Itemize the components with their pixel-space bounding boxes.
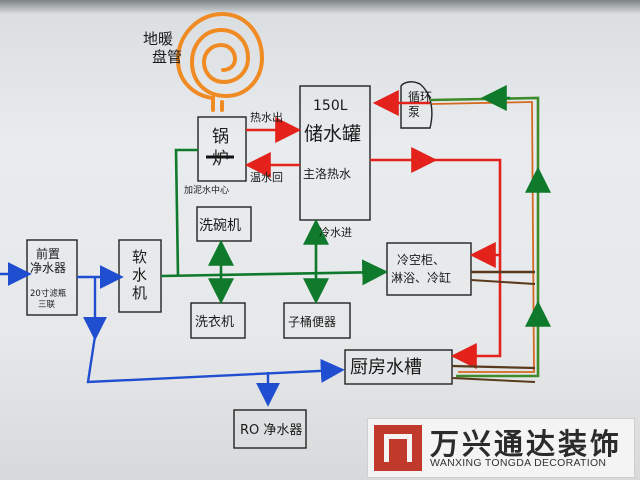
- fixtures-box: [386, 242, 472, 296]
- kitchen-sink-label: 厨房水槽: [350, 357, 422, 378]
- boiler-note: 加泥水中心: [184, 184, 229, 196]
- storage-tank-box: [299, 85, 371, 221]
- to-kitchen-sink-arrow: [86, 335, 345, 384]
- hot-to-sink-arrow: [450, 260, 502, 369]
- fixtures-label: 冷空柜、 淋浴、冷缸: [391, 253, 451, 285]
- hot-water-lines: [244, 90, 502, 369]
- softener-line-3: 机: [132, 284, 147, 302]
- boiler-line-1: 锅: [212, 127, 229, 147]
- floor-heating-coil: [175, 11, 265, 112]
- hot-out-label: 热水出: [250, 110, 283, 124]
- softener-label: 软 水 机: [132, 248, 152, 302]
- fixtures-line-1: 冷空柜、: [397, 253, 445, 267]
- brand-name-cn: 万兴通达装饰: [430, 427, 623, 461]
- ro-purifier-label: RO 净水器: [240, 423, 302, 438]
- boiler-line-2: 炉: [212, 149, 229, 169]
- warm-return-label: 温水回: [250, 171, 283, 184]
- hot-riser: [432, 158, 502, 260]
- circ-pump-line-1: 循环: [408, 90, 432, 104]
- dishwasher-label: 洗碗机: [199, 218, 241, 234]
- circulation-lines: [429, 85, 551, 383]
- soft-main-arrow: [160, 259, 389, 286]
- pre-filter-line-2: 净水器: [30, 261, 66, 275]
- cold-in-label: 冷水进: [319, 226, 352, 239]
- floor-heating-line-2: 盘管: [152, 48, 182, 66]
- pre-filter-note-line-2: 三联: [38, 300, 56, 310]
- cold-water-lines: [0, 262, 345, 407]
- tank-sub: 主洛热水: [303, 166, 351, 181]
- brand-name-en: WANXING TONGDA DECORATION: [430, 457, 607, 469]
- floor-heating-label: 地暖 盘管: [143, 30, 182, 66]
- pre-filter-note: 20寸滤瓶 三联: [30, 288, 69, 310]
- boiler-label: 锅 炉: [212, 127, 234, 169]
- brand-logo-icon: [374, 425, 422, 471]
- tank-name: 储水罐: [304, 123, 361, 145]
- toilet-label: 子桶便器: [288, 314, 336, 329]
- washer-label: 洗衣机: [195, 314, 234, 330]
- paper-top-shadow: [0, 0, 640, 14]
- floor-heating-line-1: 地暖: [143, 30, 173, 48]
- soft-water-lines: [160, 148, 389, 305]
- pre-filter-line-1: 前置: [36, 246, 60, 261]
- softener-line-1: 软: [132, 248, 147, 266]
- watermark-banner: 万兴通达装饰 WANXING TONGDA DECORATION: [367, 418, 635, 478]
- ro-purifier-box: [233, 409, 307, 449]
- pre-filter-note-line-1: 20寸滤瓶: [30, 288, 67, 299]
- circulation-pump-box: [400, 81, 433, 129]
- circ-pump-label: 循环 泵: [408, 90, 436, 119]
- pre-filter-label: 前置 净水器: [30, 246, 66, 275]
- fixtures-line-2: 淋浴、冷缸: [391, 270, 451, 285]
- circ-pump-line-2: 泵: [408, 105, 420, 119]
- tank-title: 150L: [313, 98, 348, 114]
- soft-to-boiler: [174, 148, 198, 277]
- softener-line-2: 水: [132, 266, 147, 284]
